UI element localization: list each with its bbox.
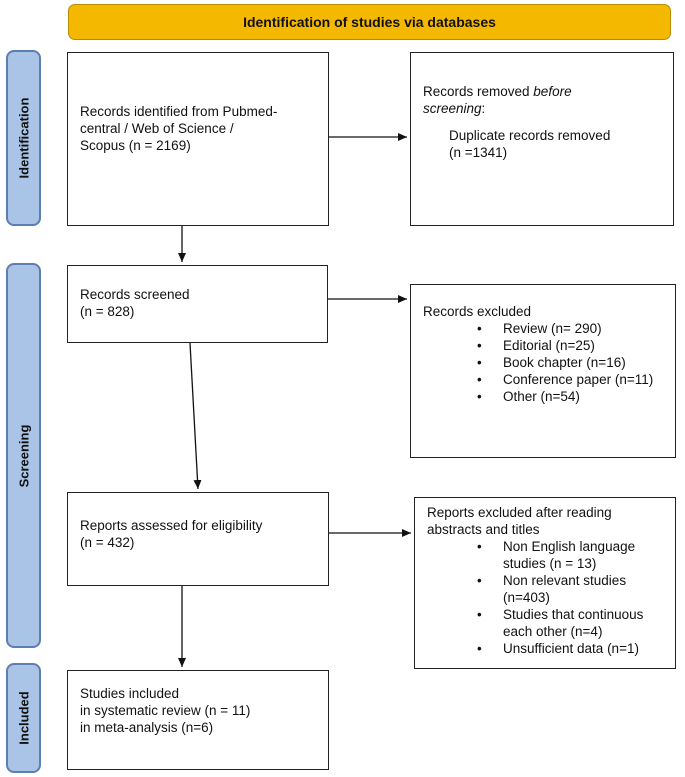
- text-line: screening:: [423, 100, 661, 117]
- text-line: Reports excluded after reading: [427, 505, 612, 520]
- arrow-screened-to-assessed: [189, 342, 202, 490]
- phase-screening: Screening: [6, 263, 41, 648]
- list-item: Unsufficient data (n=1): [477, 640, 663, 657]
- box-records-excluded: Records excluded Review (n= 290) Editori…: [410, 284, 676, 458]
- text-line: (n =1341): [449, 145, 508, 160]
- box-reports-excluded: Reports excluded after reading abstracts…: [414, 497, 676, 669]
- box-studies-included: Studies included in systematic review (n…: [67, 670, 329, 770]
- text-span: :: [481, 101, 486, 116]
- text-line: Studies included: [80, 686, 180, 701]
- text-span: Unsufficient data (n=1): [503, 641, 639, 656]
- text-span: Non relevant studies: [503, 573, 627, 588]
- text-line: (n = 432): [80, 535, 135, 550]
- list-item: Non English language studies (n = 13): [477, 538, 663, 572]
- text-span: (n=403): [503, 590, 550, 605]
- text-line: Records screened: [80, 287, 190, 302]
- text-line: Duplicate records removed: [449, 128, 611, 143]
- list-item: Non relevant studies (n=403): [477, 572, 663, 606]
- diagram-header: Identification of studies via databases: [68, 4, 671, 40]
- text-span: each other (n=4): [503, 624, 603, 639]
- text-line: in systematic review (n = 11): [80, 703, 251, 718]
- box-records-removed: Records removed before screening: Duplic…: [410, 52, 674, 226]
- list-item: Review (n= 290): [477, 320, 663, 337]
- text-emphasis: before: [533, 84, 572, 99]
- list-item: Conference paper (n=11): [477, 371, 663, 388]
- reports-excluded-list: Non English language studies (n = 13) No…: [427, 538, 663, 657]
- text-line: abstracts and titles: [427, 522, 540, 537]
- text-span: studies (n = 13): [503, 556, 597, 571]
- text-line: Records identified from Pubmed-: [80, 104, 278, 119]
- text-line: Reports assessed for eligibility: [80, 518, 263, 533]
- excluded-list: Review (n= 290) Editorial (n=25) Book ch…: [423, 320, 663, 405]
- text-emphasis: screening: [423, 101, 482, 116]
- box-reports-assessed: Reports assessed for eligibility (n = 43…: [67, 492, 329, 586]
- phase-identification: Identification: [6, 50, 41, 226]
- list-item: Other (n=54): [477, 388, 663, 405]
- text-span: Studies that continuous: [503, 607, 644, 622]
- text-line: central / Web of Science /: [80, 121, 234, 136]
- box-records-screened: Records screened (n = 828): [67, 265, 328, 343]
- text-line: (n = 828): [80, 304, 135, 319]
- list-item: Studies that continuous each other (n=4): [477, 606, 663, 640]
- text-line: Scopus (n = 2169): [80, 138, 191, 153]
- text-line: in meta-analysis (n=6): [80, 720, 214, 735]
- text-line: Records excluded: [423, 304, 532, 319]
- header-title: Identification of studies via databases: [243, 14, 496, 30]
- text-line: Records removed before: [423, 83, 661, 100]
- text-span: Non English language: [503, 539, 636, 554]
- phase-included: Included: [6, 663, 41, 773]
- list-item: Book chapter (n=16): [477, 354, 663, 371]
- text-span: Records removed: [423, 84, 534, 99]
- list-item: Editorial (n=25): [477, 337, 663, 354]
- box-records-identified: Records identified from Pubmed- central …: [67, 52, 329, 226]
